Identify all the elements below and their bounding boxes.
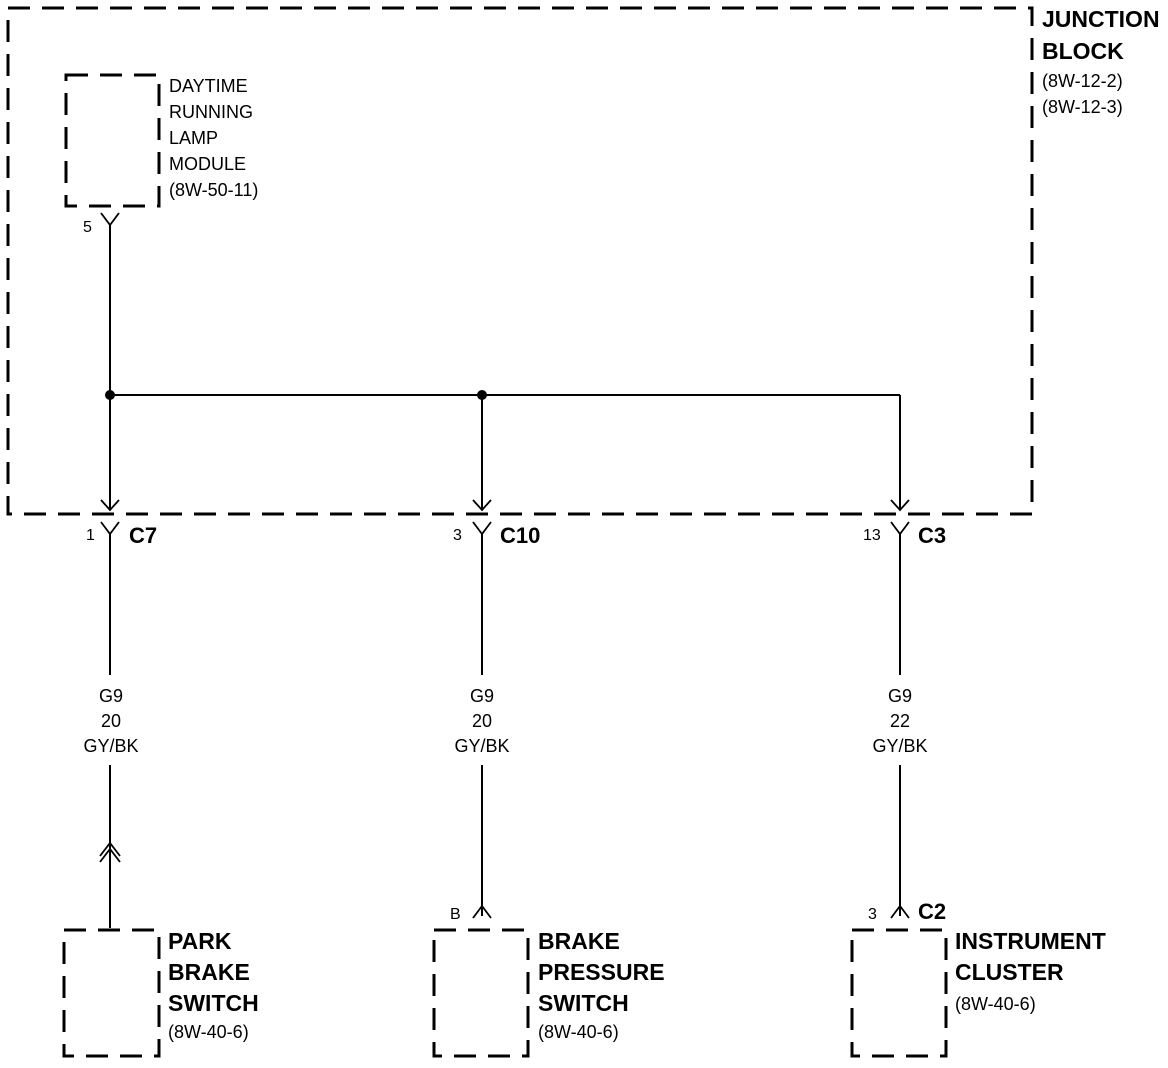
instrument-cluster-connector-symbol xyxy=(890,904,910,919)
c10-arrow xyxy=(472,499,492,512)
brake-pressure-ref: (8W-40-6) xyxy=(538,1022,619,1042)
splice-dot-middle xyxy=(477,390,487,400)
junction-block-title-line2: BLOCK xyxy=(1042,38,1124,64)
c3-wire-circuit: G9 xyxy=(888,686,912,706)
c7-pin: 1 xyxy=(86,527,95,544)
c10-wire-gauge: 20 xyxy=(472,711,492,731)
park-brake-chevron-inner xyxy=(99,847,121,863)
drl-module-label-line2: RUNNING xyxy=(169,102,253,122)
drl-module-label-line4: MODULE xyxy=(169,154,246,174)
drl-module-pin: 5 xyxy=(83,219,92,236)
park-brake-label-line2: BRAKE xyxy=(168,959,250,985)
brake-pressure-switch-outline xyxy=(432,928,530,1058)
c3-label: C3 xyxy=(918,523,946,548)
c10-wire-color: GY/BK xyxy=(454,736,509,756)
c3-wire-color: GY/BK xyxy=(872,736,927,756)
park-brake-switch-outline xyxy=(62,928,161,1058)
c10-connector-symbol xyxy=(472,521,492,536)
brake-pressure-label-line2: PRESSURE xyxy=(538,959,665,985)
c10-label: C10 xyxy=(500,523,540,548)
drl-module-pin-connector xyxy=(100,212,120,227)
c7-label: C7 xyxy=(129,523,157,548)
c7-wire-circuit: G9 xyxy=(99,686,123,706)
c7-wire-gauge: 20 xyxy=(101,711,121,731)
drl-module-ref: (8W-50-11) xyxy=(169,180,258,200)
brake-pressure-pin: B xyxy=(450,906,461,923)
junction-block-title-line1: JUNCTION xyxy=(1042,6,1160,32)
splice-dot-left xyxy=(105,390,115,400)
instrument-cluster-connector-label: C2 xyxy=(918,899,946,924)
instrument-cluster-pin: 3 xyxy=(868,906,877,923)
park-brake-ref: (8W-40-6) xyxy=(168,1022,249,1042)
c3-wire-gauge: 22 xyxy=(890,711,910,731)
junction-block-ref1: (8W-12-2) xyxy=(1042,71,1123,91)
c3-pin: 13 xyxy=(863,527,881,544)
c3-connector-symbol xyxy=(890,521,910,536)
c10-wire-circuit: G9 xyxy=(470,686,494,706)
park-brake-label-line3: SWITCH xyxy=(168,990,259,1016)
drl-module-label-line3: LAMP xyxy=(169,128,218,148)
instrument-cluster-label-line1: INSTRUMENT xyxy=(955,928,1106,954)
drl-module-label-line1: DAYTIME xyxy=(169,76,248,96)
c7-arrow xyxy=(100,499,120,512)
drl-module-outline xyxy=(64,73,161,208)
c3-arrow xyxy=(890,499,910,512)
park-brake-chevron-outer xyxy=(99,841,121,857)
junction-block-ref2: (8W-12-3) xyxy=(1042,97,1123,117)
brake-pressure-label-line3: SWITCH xyxy=(538,990,629,1016)
brake-pressure-connector-symbol xyxy=(472,904,492,919)
instrument-cluster-label-line2: CLUSTER xyxy=(955,959,1064,985)
instrument-cluster-outline xyxy=(850,928,948,1058)
c10-pin: 3 xyxy=(453,527,462,544)
c7-connector-symbol xyxy=(100,521,120,536)
instrument-cluster-ref: (8W-40-6) xyxy=(955,994,1036,1014)
junction-block-outline xyxy=(6,6,1034,516)
brake-pressure-label-line1: BRAKE xyxy=(538,928,620,954)
park-brake-label-line1: PARK xyxy=(168,928,232,954)
c7-wire-color: GY/BK xyxy=(83,736,138,756)
